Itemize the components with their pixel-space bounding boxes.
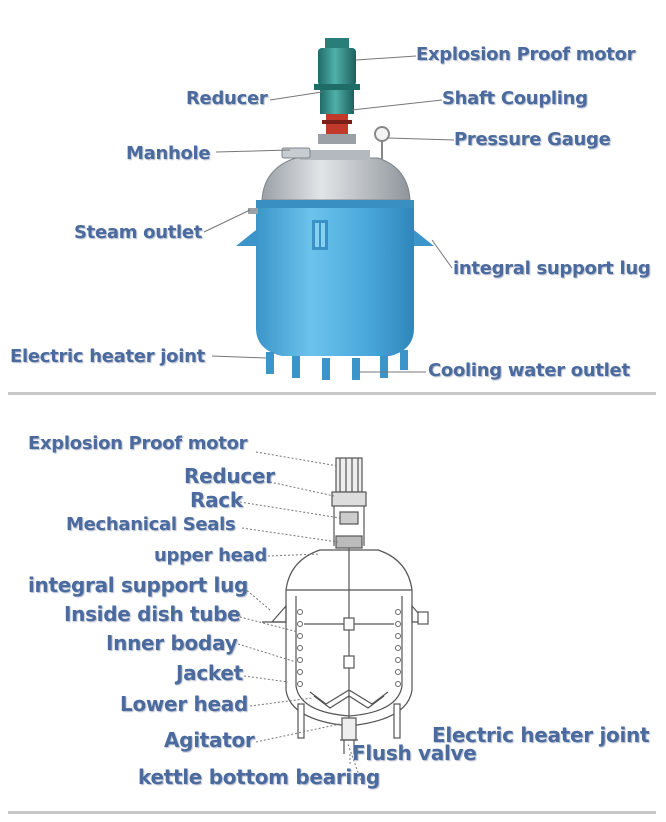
bottom-divider (8, 811, 656, 814)
reactor-photo-panel: Explosion Proof motor Reducer Shaft Coup… (0, 0, 666, 390)
label-kettle-bottom-bearing: kettle bottom bearing (138, 765, 380, 789)
upper-head-shape (261, 150, 411, 201)
label-pressure-gauge: Pressure Gauge (454, 129, 611, 150)
label-steam-outlet: Steam outlet (74, 222, 203, 243)
label-reducer: Reducer (186, 88, 268, 109)
inside-dish-tube-circles (297, 609, 401, 687)
label-cooling-water-outlet: Cooling water outlet (428, 360, 630, 381)
reactor-photo-illustration (203, 38, 455, 380)
label-rack: Rack (190, 488, 243, 512)
label-agitator: Agitator (164, 728, 255, 752)
label-explosion-proof-motor: Explosion Proof motor (416, 44, 636, 65)
label-upper-head: upper head (154, 545, 267, 566)
explosion-proof-motor-shape (314, 38, 360, 90)
label-flush-valve: Flush valve (352, 741, 477, 765)
reactor-drawing-panel: Explosion Proof motor Reducer Rack Mecha… (0, 400, 666, 810)
top-leader-lines (203, 55, 455, 373)
manhole-shape (281, 147, 311, 159)
label-electric-heater-joint-2: Electric heater joint (432, 723, 650, 747)
label-shaft-coupling: Shaft Coupling (442, 88, 588, 109)
label-inner-boday: Inner boday (106, 631, 238, 655)
label-manhole: Manhole (126, 143, 211, 164)
reducer-shape (320, 90, 354, 114)
label-reducer-2: Reducer (184, 464, 275, 488)
label-lower-head: Lower head (120, 692, 248, 716)
label-electric-heater-joint: Electric heater joint (10, 346, 205, 367)
label-inside-dish-tube: Inside dish tube (64, 602, 241, 626)
label-mechanical-seals: Mechanical Seals (66, 514, 236, 535)
label-explosion-proof-motor-2: Explosion Proof motor (28, 433, 248, 454)
vessel-legs-shape (266, 350, 408, 380)
steam-outlet-shape (248, 208, 258, 214)
label-jacket: Jacket (176, 661, 243, 685)
integral-support-lug-shape (236, 230, 434, 246)
pressure-gauge-shape (374, 126, 390, 160)
vessel-body-shape (256, 200, 414, 356)
panel-divider (8, 392, 656, 395)
shaft-coupling-shape (318, 114, 356, 144)
drawing-structure (262, 457, 429, 754)
reactor-line-drawing (235, 451, 429, 785)
label-integral-support-lug: integral support lug (453, 258, 651, 279)
label-integral-support-lug-2: integral support lug (28, 573, 249, 597)
bottom-leader-lines (235, 451, 363, 785)
